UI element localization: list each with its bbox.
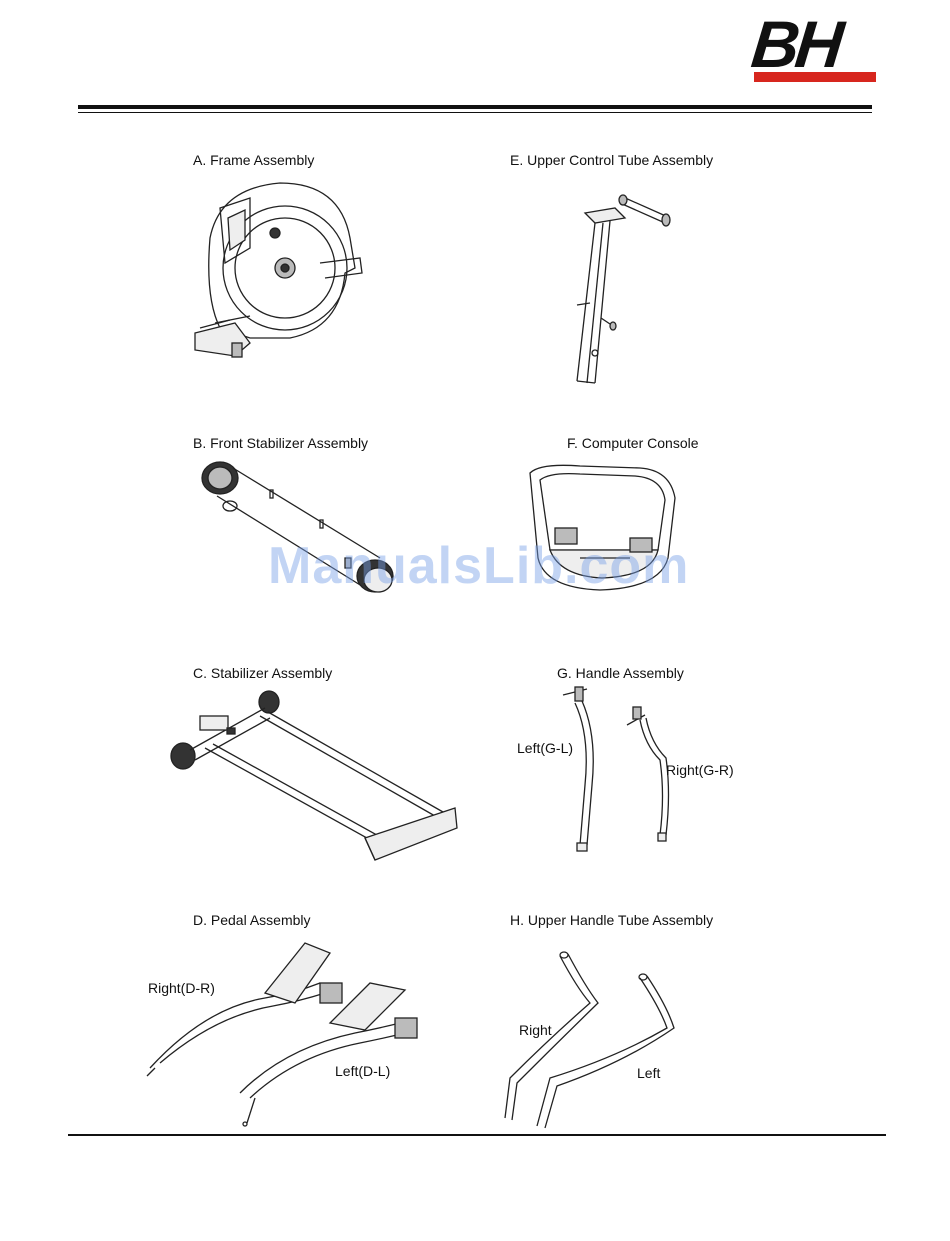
part-h-title: H. Upper Handle Tube Assembly [510,912,713,928]
brand-logo-bar [754,72,876,82]
part-a-title: A. Frame Assembly [193,152,314,168]
part-d-right-label: Right(D-R) [148,980,215,996]
part-f-title: F. Computer Console [567,435,699,451]
part-g-right-label: Right(G-R) [666,762,734,778]
header-rule [78,105,872,109]
footer-rule [68,1134,886,1136]
upper-handle-tube-drawing [495,948,685,1133]
part-g-title: G. Handle Assembly [557,665,684,681]
stabilizer-assembly-drawing [165,688,465,873]
part-d-left-label: Left(D-L) [335,1063,390,1079]
part-g-left-label: Left(G-L) [517,740,573,756]
part-d-title: D. Pedal Assembly [193,912,311,928]
part-c-title: C. Stabilizer Assembly [193,665,332,681]
frame-assembly-drawing [190,178,365,368]
part-h-left-label: Left [637,1065,660,1081]
brand-logo-text: BH [748,6,843,82]
pedal-assembly-drawing [145,938,445,1128]
header-rule-thin [78,112,872,113]
part-e-title: E. Upper Control Tube Assembly [510,152,713,168]
brand-logo: BH [752,12,880,84]
upper-control-tube-drawing [565,193,675,393]
watermark: ManualsLib.com [268,536,689,596]
part-h-right-label: Right [519,1022,552,1038]
part-b-title: B. Front Stabilizer Assembly [193,435,368,451]
